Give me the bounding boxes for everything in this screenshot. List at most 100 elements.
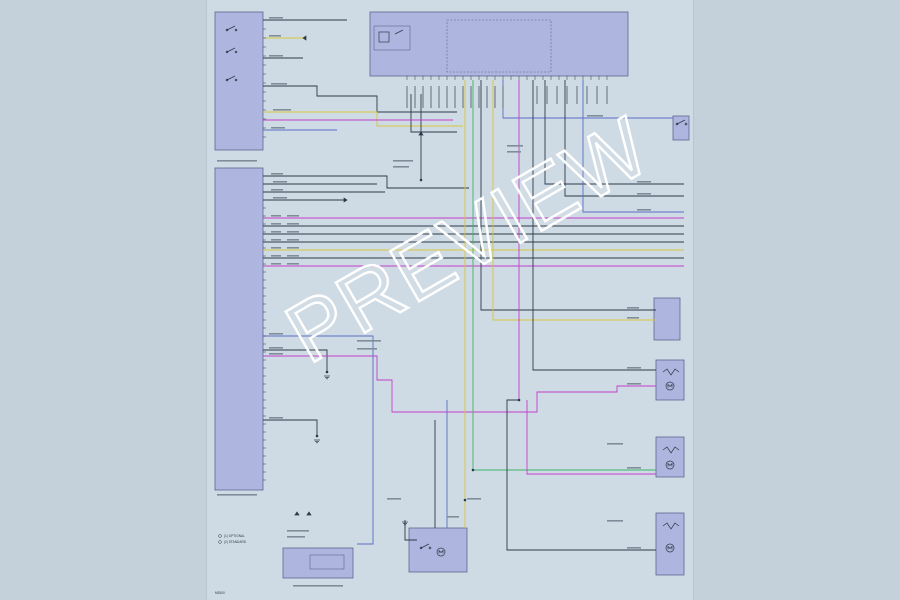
text-placeholder [357, 340, 381, 342]
text-placeholder [271, 231, 281, 233]
vertical-text-placeholder [478, 86, 480, 108]
vertical-text-placeholder [414, 86, 416, 108]
driver-door-switch-box [214, 11, 264, 151]
text-placeholder [271, 173, 283, 175]
driver-lock-switch [226, 25, 236, 31]
left-front-latch-motor-mark [667, 383, 673, 388]
liftgate-switch-box [672, 115, 690, 141]
driver-door-control-module-box [214, 167, 264, 491]
wire-24 [480, 80, 656, 311]
connector-arrow-3 [418, 131, 424, 136]
wire-18 [263, 349, 328, 372]
wire-20 [263, 335, 374, 545]
text-placeholder [287, 215, 299, 217]
driver-lock-switch-contact [234, 28, 238, 32]
text-placeholder [357, 348, 377, 350]
vertical-text-placeholder [566, 86, 568, 104]
text-placeholder [287, 247, 299, 249]
text-placeholder [507, 145, 523, 147]
wire-38 [410, 94, 457, 133]
text-placeholder [269, 17, 283, 19]
splice-dot [471, 468, 475, 472]
vertical-text-placeholder [576, 86, 578, 104]
text-placeholder [287, 530, 309, 532]
sheet-id: M9300 [215, 591, 225, 595]
text-placeholder [273, 197, 287, 199]
left-front-latch-motor [665, 381, 675, 391]
text-placeholder [587, 115, 603, 117]
driver-window-switch [226, 75, 236, 81]
text-placeholder [271, 215, 281, 217]
text-placeholder [271, 255, 281, 257]
bcm-inner-box [309, 554, 345, 570]
vertical-text-placeholder [546, 86, 548, 104]
text-placeholder [271, 223, 281, 225]
text-placeholder [287, 255, 299, 257]
text-placeholder [627, 317, 639, 319]
legend: (1) OPTIONAL (2) STANDARD [218, 534, 247, 544]
text-placeholder [269, 55, 283, 57]
relay-contact [394, 29, 404, 35]
liftgate-switch-contact [684, 122, 688, 126]
text-placeholder [287, 536, 305, 538]
text-placeholder [271, 83, 287, 85]
splice-dot [463, 498, 467, 502]
text-placeholder [269, 333, 283, 335]
text-placeholder [273, 181, 287, 183]
splice-dot [419, 178, 423, 182]
body-control-module-box [282, 547, 354, 579]
right-front-door-latch-box [655, 436, 685, 478]
rear-passenger-module-box [408, 527, 468, 573]
vertical-text-placeholder [556, 86, 558, 104]
rear-passenger-switch-contact [419, 546, 423, 550]
text-placeholder [393, 160, 413, 162]
text-placeholder [627, 383, 641, 385]
latch-switch-1 [662, 446, 680, 454]
wire-26 [502, 80, 673, 119]
rear-passenger-motor [436, 547, 446, 557]
vertical-text-placeholder [502, 86, 504, 108]
driver-window-switch-contact [234, 78, 238, 82]
vertical-text-placeholder [454, 86, 456, 108]
latch-switch-0 [662, 368, 680, 376]
liftgate-switch [676, 119, 686, 125]
wiring-diagram: M9300 (1) OPTIONAL (2) STANDARD [214, 11, 690, 595]
relay-coil [378, 31, 390, 43]
text-placeholder [393, 166, 409, 168]
left-front-door-latch-box [655, 359, 685, 401]
wire-7 [263, 175, 469, 189]
text-placeholder [269, 353, 283, 355]
text-placeholder [269, 417, 283, 419]
vertical-text-placeholder [462, 86, 464, 108]
rear-passenger-switch [420, 543, 430, 549]
driver-lock-switch-contact [225, 28, 229, 32]
vertical-text-placeholder [586, 86, 588, 104]
text-placeholder [287, 263, 299, 265]
text-placeholder [637, 193, 651, 195]
text-placeholder [287, 239, 299, 241]
driver-unlock-switch [226, 47, 236, 53]
driver-window-switch-contact [225, 78, 229, 82]
text-placeholder [271, 189, 283, 191]
text-placeholder [271, 127, 285, 129]
text-placeholder [627, 547, 641, 549]
vertical-text-placeholder [470, 86, 472, 108]
latch-switch-2 [662, 522, 680, 530]
wire-5 [263, 111, 463, 127]
text-placeholder [271, 247, 281, 249]
text-placeholder [507, 151, 521, 153]
text-placeholder [271, 263, 281, 265]
text-placeholder [217, 494, 257, 496]
text-placeholder [607, 520, 623, 522]
text-placeholder [627, 307, 639, 309]
text-placeholder [627, 467, 641, 469]
right-front-latch-motor [665, 460, 675, 470]
wire-31 [582, 80, 684, 213]
smart-junction-box [369, 11, 629, 77]
text-placeholder [269, 35, 281, 37]
text-placeholder [269, 347, 283, 349]
text-placeholder [273, 109, 291, 111]
vertical-text-placeholder [446, 86, 448, 108]
left-rear-latch-motor-mark [667, 545, 673, 550]
rear-passenger-switch-contact [428, 546, 432, 550]
